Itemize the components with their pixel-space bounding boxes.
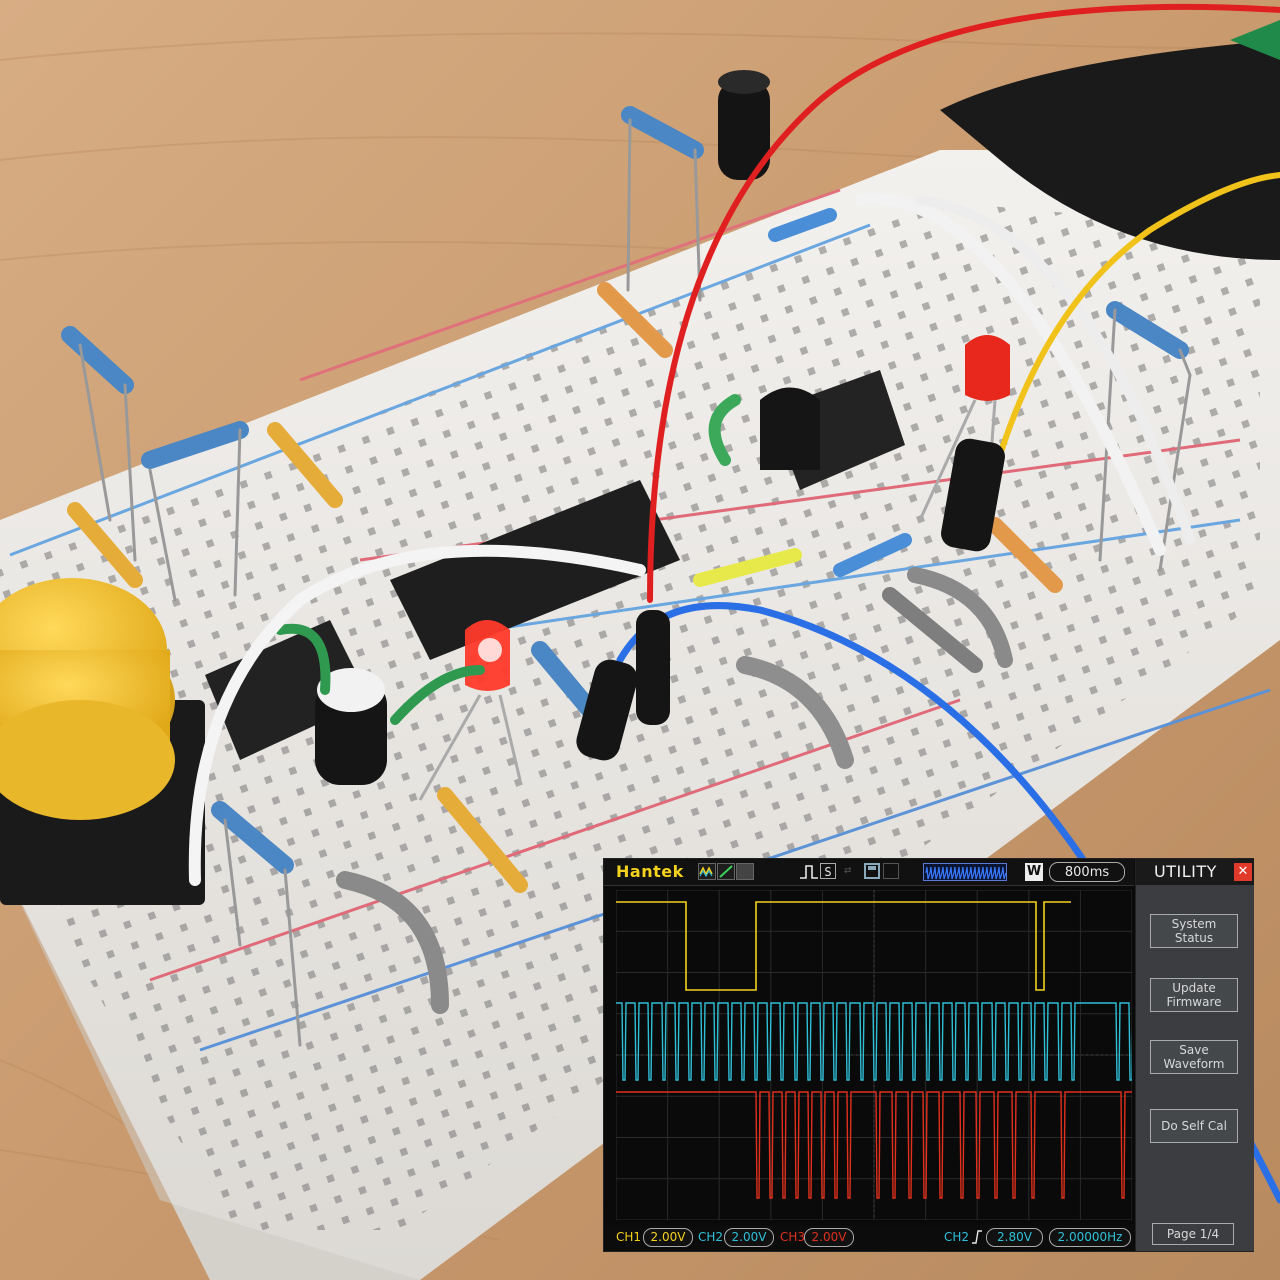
save-waveform-button[interactable]: Save Waveform [1150, 1040, 1238, 1074]
page-indicator-button[interactable]: Page 1/4 [1152, 1223, 1234, 1245]
utility-menu: UTILITY ✕ System Status Update Firmware … [1135, 859, 1254, 1251]
acquire-mode-icon[interactable] [698, 863, 716, 880]
scope-status-bar: Hantek S ⇄ W 800ms [604, 859, 1134, 886]
timebase-readout[interactable]: 800ms [1049, 862, 1125, 882]
channel-status-bar: CH1 2.00V CH2 2.00V CH3 2.00V CH2 2.80V … [604, 1225, 1134, 1251]
close-icon[interactable]: ✕ [1234, 863, 1252, 881]
trigger-level[interactable]: 2.80V [986, 1228, 1043, 1247]
menu-header: UTILITY ✕ [1136, 859, 1254, 885]
save-indicator: S [820, 863, 836, 879]
ch1-scale[interactable]: 2.00V [643, 1228, 693, 1247]
ch2-scale[interactable]: 2.00V [724, 1228, 774, 1247]
ch3-label: CH3 [780, 1230, 806, 1244]
menu-title: UTILITY [1154, 862, 1217, 881]
usb-icon: ⇄ [844, 866, 852, 876]
ch2-trace [616, 1002, 1132, 1081]
trigger-source: CH2 [944, 1230, 970, 1244]
ch1-trace [616, 901, 1071, 991]
storage-icon [883, 863, 899, 879]
resistor [61, 106, 1189, 874]
push-button [0, 578, 205, 905]
trigger-edge-icon [971, 1230, 983, 1247]
memory-window-icon [923, 863, 1007, 881]
waveform-display: 1 2 3 [616, 890, 1132, 1220]
ch2-label: CH2 [698, 1230, 724, 1244]
ch3-scale[interactable]: 2.00V [804, 1228, 854, 1247]
save-icon[interactable] [864, 863, 880, 879]
timebase-mode-badge: W [1025, 863, 1043, 881]
ch1-label: CH1 [616, 1230, 642, 1244]
do-self-cal-button[interactable]: Do Self Cal [1150, 1109, 1238, 1143]
system-status-button[interactable]: System Status [1150, 914, 1238, 948]
update-firmware-button[interactable]: Update Firmware [1150, 978, 1238, 1012]
trigger-edge-icon[interactable] [799, 863, 819, 880]
trigger-slope-icon[interactable] [717, 863, 735, 880]
ch3-trace [616, 1091, 1132, 1199]
trigger-frequency: 2.00000Hz [1049, 1228, 1131, 1247]
oscilloscope-screen: Hantek S ⇄ W 800ms 1 2 3 CH1 2.00V CH2 [603, 858, 1254, 1252]
display-icon[interactable] [736, 863, 754, 880]
brand-logo: Hantek [616, 862, 684, 881]
